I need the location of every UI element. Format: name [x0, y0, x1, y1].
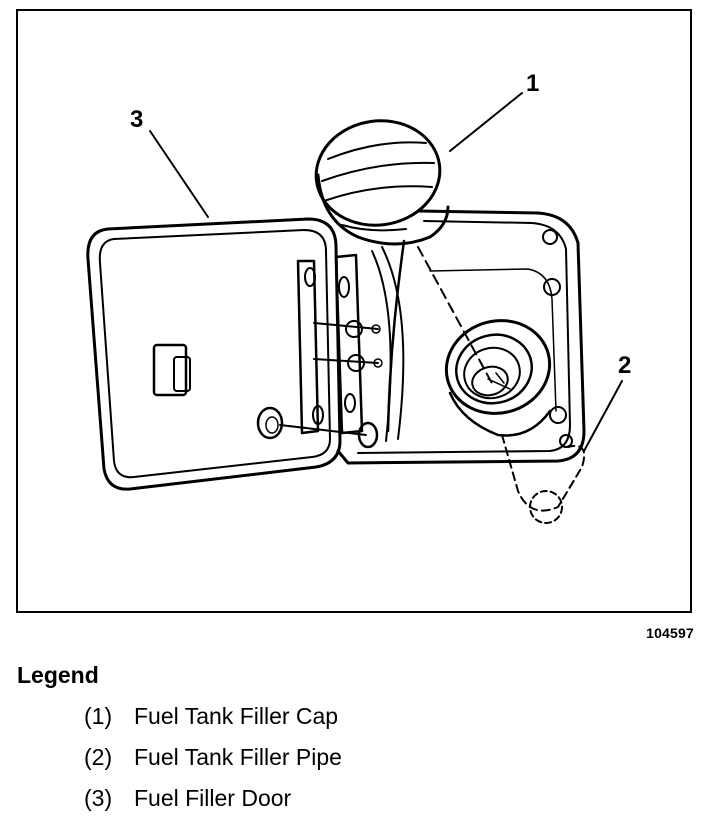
legend-item-label: Fuel Tank Filler Pipe — [134, 744, 342, 770]
callout-3: 3 — [130, 106, 143, 133]
legend-title: Legend — [17, 662, 99, 688]
leader-line-3 — [149, 130, 209, 218]
fuel-door-housing — [336, 209, 586, 465]
callout-2: 2 — [618, 352, 631, 379]
fuel-filler-illustration: 1 2 3 — [86, 70, 631, 524]
leader-line-2 — [583, 380, 623, 452]
figure-id: 104597 — [646, 625, 694, 641]
fuel-tank-filler-cap — [314, 119, 450, 246]
legend-item: (2) Fuel Tank Filler Pipe — [84, 744, 342, 771]
cap-to-pipe-dashed-line — [417, 246, 495, 388]
legend-item-number: (2) — [84, 744, 113, 770]
callout-1: 1 — [526, 70, 539, 97]
legend-item: (3) Fuel Filler Door — [84, 785, 291, 812]
cap-tether — [386, 239, 406, 433]
fuel-filler-door — [86, 217, 342, 491]
legend-item-label: Fuel Filler Door — [134, 785, 292, 811]
legend-item-number: (1) — [84, 703, 113, 729]
legend-item-label: Fuel Tank Filler Cap — [134, 703, 339, 729]
fuel-tank-filler-pipe — [444, 319, 586, 524]
legend-item: (1) Fuel Tank Filler Cap — [84, 703, 338, 730]
illustration-frame: 1 2 3 — [16, 9, 692, 613]
leader-line-1 — [449, 92, 523, 152]
legend-item-number: (3) — [84, 785, 113, 811]
door-hinge — [279, 246, 405, 449]
